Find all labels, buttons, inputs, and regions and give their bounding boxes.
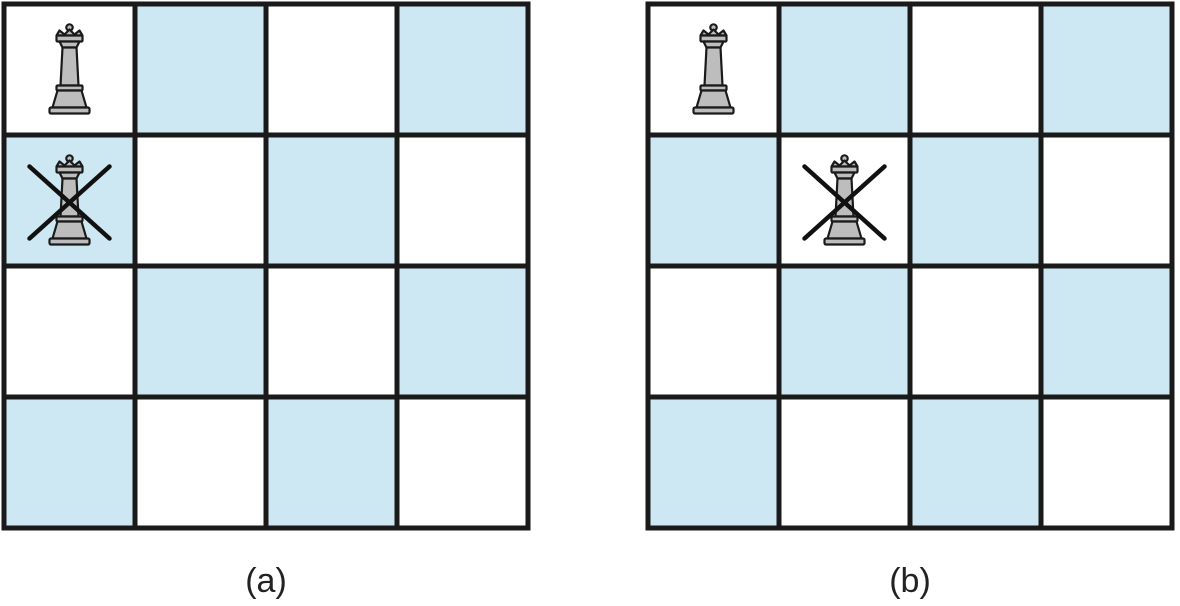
caption-a: (a) (245, 562, 287, 600)
board-a-square-r3c3 (397, 397, 528, 528)
board-a-square-r3c0 (4, 397, 135, 528)
board-b-grid (645, 1, 1175, 531)
cross-mark-icon (27, 164, 112, 241)
board-b-square-r2c0 (648, 266, 779, 397)
board-b-square-r3c3 (1041, 397, 1172, 528)
board-a-square-r3c1 (135, 397, 266, 528)
board-a-square-r1c2 (266, 135, 397, 266)
board-b-square-r1c0 (648, 135, 779, 266)
board-b-square-r2c1 (779, 266, 910, 397)
board-b-square-r1c2 (910, 135, 1041, 266)
board-b-square-r3c1 (779, 397, 910, 528)
board-a-square-r2c0 (4, 266, 135, 397)
board-a-square-r2c1 (135, 266, 266, 397)
board-b-square-r1c3 (1041, 135, 1172, 266)
board-a-square-r3c2 (266, 397, 397, 528)
board-b-square-r0c2 (910, 4, 1041, 135)
board-a (1, 1, 531, 531)
board-b-square-r2c2 (910, 266, 1041, 397)
board-a-square-r0c1 (135, 4, 266, 135)
board-a-square-r0c2 (266, 4, 397, 135)
board-b (645, 1, 1175, 531)
board-a-square-r2c2 (266, 266, 397, 397)
board-b-square-r0c3 (1041, 4, 1172, 135)
board-a-grid (1, 1, 531, 531)
board-b-square-r3c2 (910, 397, 1041, 528)
caption-b: (b) (889, 562, 931, 600)
board-b-square-r3c0 (648, 397, 779, 528)
board-b-square-r2c3 (1041, 266, 1172, 397)
board-a-square-r1c3 (397, 135, 528, 266)
board-b-square-r0c1 (779, 4, 910, 135)
board-a-square-r1c1 (135, 135, 266, 266)
cross-mark-icon (802, 164, 887, 241)
board-a-square-r0c3 (397, 4, 528, 135)
board-a-square-r2c3 (397, 266, 528, 397)
